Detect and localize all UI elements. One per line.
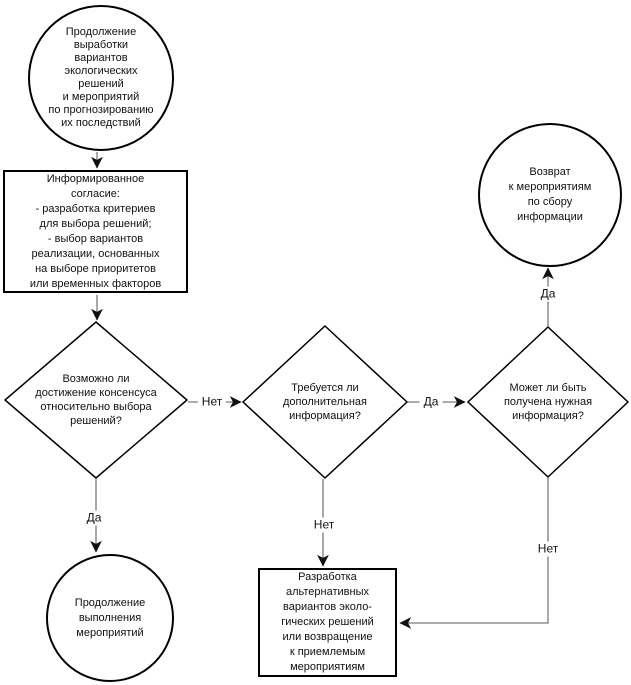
more-info-decision-text: Требуется ли дополнительная информация?: [283, 382, 367, 422]
start-circle: Продолжение выработки вариантов экологич…: [28, 5, 174, 151]
obtainable-decision-text: Может ли быть получена нужная информация…: [503, 382, 593, 422]
edge-label-no-from-obtainable: Нет: [533, 541, 563, 557]
alternatives-box: Разработка альтернативных вариантов экол…: [258, 568, 397, 677]
consensus-diamond-shape: [3, 321, 189, 479]
edge-label-yes-to-return: Да: [536, 286, 560, 302]
continue-activities-circle: Продолжение выполнения мероприятий: [46, 554, 174, 682]
edge-label-yes-to-obtainable: Да: [419, 394, 443, 410]
consensus-decision-text: Возможно ли достижение консенсуса относи…: [35, 373, 157, 427]
edge-label-no-to-alternatives: Нет: [309, 517, 339, 533]
edge-label-yes-to-continue: Да: [82, 510, 106, 526]
obtainable-diamond-shape: [466, 325, 630, 479]
informed-consent-box: Информированное согласие: - разработка к…: [3, 170, 188, 293]
return-to-collection-circle: Возврат к мероприятиям по сбору информац…: [478, 123, 622, 267]
edge-label-no-to-more-info: Нет: [197, 394, 227, 410]
more-info-diamond-shape: [241, 324, 409, 480]
arrow-obtainable-to-alternatives: [399, 478, 549, 629]
